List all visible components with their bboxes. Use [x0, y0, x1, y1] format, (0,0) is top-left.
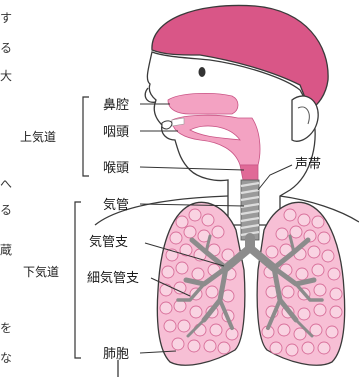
pharynx-label: 咽頭: [103, 125, 129, 140]
bronchi-label: 気管支: [89, 234, 128, 250]
lower-airway-label: 下気道: [23, 264, 59, 279]
trachea-tube: [241, 180, 259, 240]
eye: [199, 67, 206, 77]
alveoli-label: 肺胞: [103, 347, 129, 362]
edge-fragment: 蔵: [0, 243, 12, 257]
nasal-cavity-label: 鼻腔: [103, 97, 129, 113]
edge-fragment: る: [0, 41, 12, 55]
lower-airway-bracket: [75, 202, 81, 358]
upper-airway-bracket: [83, 97, 89, 176]
edge-fragment: を: [0, 321, 12, 335]
vocal-cords-label: 声帯: [295, 157, 321, 172]
edge-fragment: な: [0, 351, 12, 365]
larynx-region: [240, 165, 258, 180]
bronchioles-label: 細気管支: [87, 270, 139, 286]
trachea-label: 気管: [103, 197, 129, 213]
edge-fragment: る: [0, 203, 12, 217]
larynx-label: 喉頭: [103, 161, 129, 176]
edge-fragment: す: [0, 11, 12, 25]
edge-fragment: 大: [0, 69, 12, 83]
upper-airway-label: 上気道: [20, 129, 56, 144]
edge-fragment: へ: [0, 177, 12, 191]
left-edge-text-fragments: す る 大 へ る 蔵 を な: [0, 11, 12, 365]
nasal-cavity-region: [168, 93, 238, 114]
